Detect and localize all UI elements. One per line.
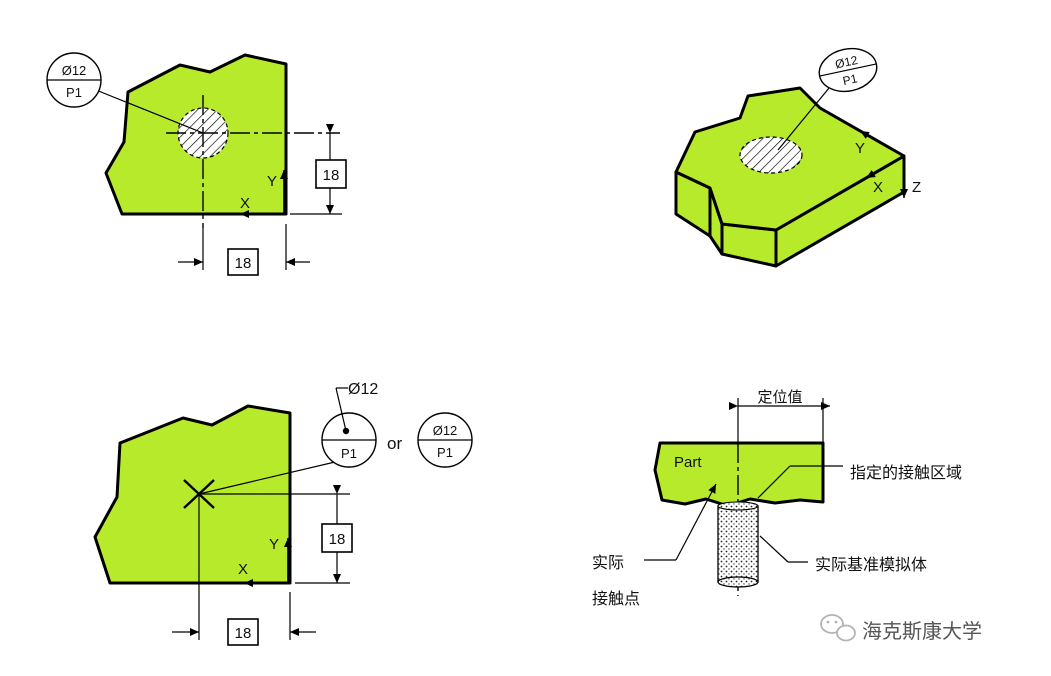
target-area-hatched-3d	[739, 136, 803, 174]
or-text: or	[387, 434, 402, 453]
target-label-2: P1	[437, 445, 453, 460]
leader-line	[95, 89, 204, 134]
callout-datum-simulator: 实际基准模拟体	[815, 555, 927, 574]
dim-vertical-box	[315, 159, 347, 189]
x-axis-label: X	[240, 195, 250, 212]
part-outline-2	[93, 404, 292, 585]
x-axis-label-2: X	[238, 561, 248, 578]
y-axis-label: Y	[267, 173, 277, 190]
dim-horizontal-value: 18	[235, 255, 252, 272]
x-axis-arrow-3d	[865, 155, 905, 179]
panel-target-area-3d: Y X Z Ø12 P1	[674, 47, 921, 268]
callout-contact-area: 指定的接触区域	[850, 463, 962, 482]
part-label: Part	[674, 454, 702, 471]
dim-vertical-value: 18	[323, 167, 340, 184]
target-symbol-2: Ø12 P1	[417, 412, 473, 468]
target-diameter-3d: Ø12	[834, 53, 859, 71]
z-axis-label-3d: Z	[912, 179, 921, 196]
dim-vertical-value-2: 18	[329, 531, 346, 548]
panel-target-point-2d: Ø12 P1 or Ø12 P1 Y X 18 18	[93, 381, 473, 646]
dim-vertical-box-2	[321, 523, 353, 553]
y-axis-label-2: Y	[269, 536, 279, 553]
datum-simulator-pin	[717, 505, 759, 583]
target-symbol-3d: Ø12 P1	[818, 47, 878, 93]
target-diameter: Ø12	[62, 63, 87, 78]
target-diameter-2: Ø12	[433, 423, 458, 438]
y-axis-label-3d: Y	[855, 140, 865, 157]
point-symbol: Ø12 P1	[321, 381, 378, 468]
leader-line-3d	[777, 81, 835, 151]
target-label: P1	[66, 85, 82, 100]
callout-actual-contact-line2: 接触点	[592, 589, 640, 608]
part-section	[653, 441, 825, 508]
x-axis-label-3d: X	[873, 179, 883, 196]
target-label-3d: P1	[841, 71, 859, 88]
panel-target-area-2d: Ø12 P1 Y X 18 18	[46, 52, 347, 276]
panel-contact-detail: 定位值 Part 指定的接触区域 实际 接触点 实际基准模拟体	[592, 388, 962, 608]
callout-actual-contact-line1: 实际	[592, 553, 624, 572]
dimension-label: 定位值	[757, 388, 802, 406]
watermark-text: 海克斯康大学	[862, 619, 982, 643]
wechat-icon	[820, 614, 856, 642]
y-axis-arrow-3d	[859, 130, 905, 157]
dim-horizontal-box-2	[227, 618, 259, 646]
leader-line-2	[198, 461, 336, 495]
dim-horizontal-box	[227, 248, 259, 276]
point-diameter: Ø12	[348, 381, 378, 398]
target-symbol: Ø12 P1	[46, 52, 102, 108]
dim-horizontal-value-2: 18	[235, 625, 252, 642]
point-label: P1	[341, 446, 357, 461]
watermark: 海克斯康大学	[820, 614, 982, 643]
